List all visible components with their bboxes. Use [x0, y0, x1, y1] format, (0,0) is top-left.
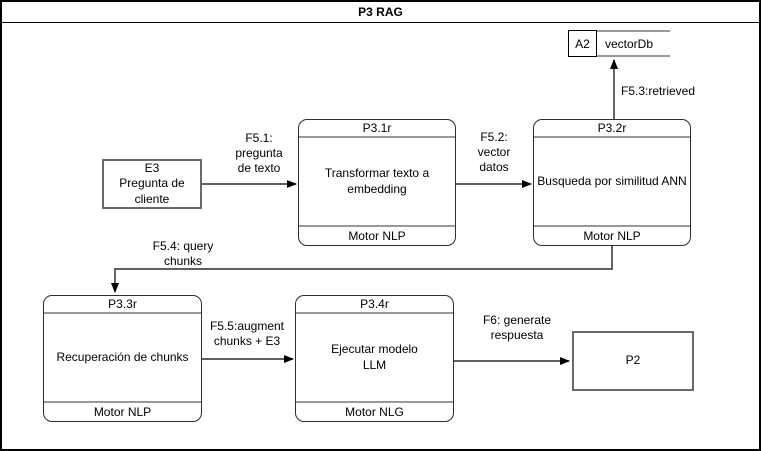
process-p3-4r: P3.4r Ejecutar modelo LLM Motor NLG	[295, 295, 454, 422]
process-p3-2r-label: Busqueda por similitud ANN	[537, 173, 687, 188]
process-p3-1r-id: P3.1r	[299, 120, 455, 138]
flow-label-f51: F5.1: pregunta de texto	[235, 131, 283, 175]
diagram-title: P3 RAG	[358, 5, 403, 19]
entity-e3: E3 Pregunta de cliente	[102, 159, 202, 209]
process-p3-3r-id: P3.3r	[44, 296, 201, 314]
datastore-a2-name: vectorDb	[605, 36, 654, 51]
datastore-a2: A2 vectorDb	[568, 30, 670, 57]
process-p3-3r: P3.3r Recuperación de chunks Motor NLP	[43, 295, 202, 422]
process-p2: P2	[572, 331, 694, 391]
diagram-title-bar: P3 RAG	[2, 2, 759, 23]
process-p3-1r-label: Transformar texto a embedding	[324, 165, 430, 196]
flow-arrow-p32r-to-p33r	[111, 246, 613, 293]
flow-label-f52: F5.2: vector datos	[477, 130, 511, 174]
datastore-a2-id: A2	[568, 30, 597, 57]
process-p3-4r-label: Ejecutar modelo LLM	[331, 341, 418, 372]
flow-label-f54: F5.4: query chunks	[152, 239, 214, 268]
process-p3-4r-owner: Motor NLG	[296, 401, 453, 421]
datastore-bottom-line	[596, 55, 670, 57]
flow-label-f55: F5.5:augment chunks + E3	[209, 319, 285, 348]
flow-label-f6: F6: generate respuesta	[482, 313, 552, 342]
process-p3-2r-owner: Motor NLP	[534, 225, 690, 245]
process-p3-2r: P3.2r Busqueda por similitud ANN Motor N…	[533, 119, 691, 246]
process-p3-2r-id: P3.2r	[534, 120, 690, 138]
process-p3-1r: P3.1r Transformar texto a embedding Moto…	[298, 119, 456, 246]
process-p3-1r-owner: Motor NLP	[299, 225, 455, 245]
process-p3-3r-owner: Motor NLP	[44, 401, 201, 421]
flow-label-f53: F5.3:retrieved	[621, 84, 696, 98]
process-p3-4r-id: P3.4r	[296, 296, 453, 314]
datastore-top-line	[596, 30, 670, 32]
process-p3-3r-label: Recuperación de chunks	[56, 349, 189, 364]
